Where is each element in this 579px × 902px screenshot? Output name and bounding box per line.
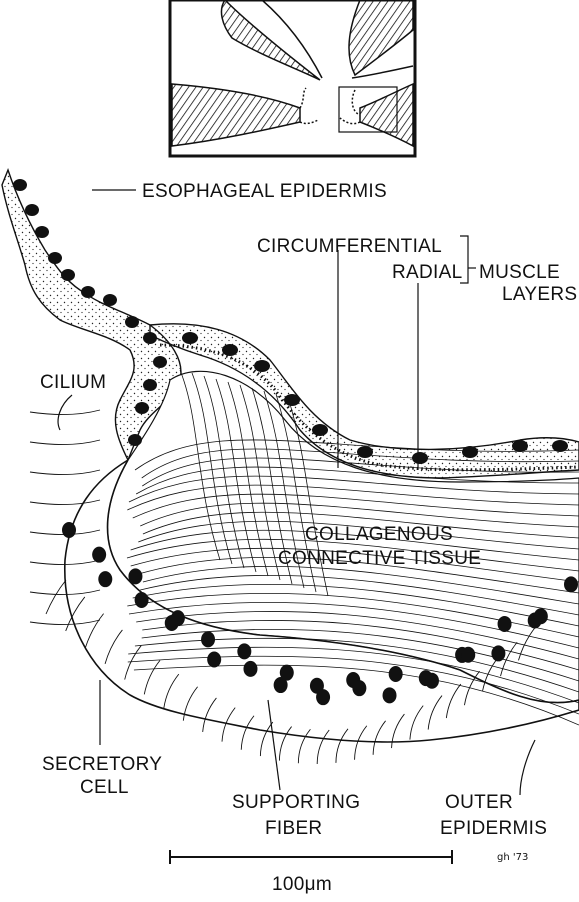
label-radial: RADIAL	[392, 262, 462, 283]
label-circumferential: CIRCUMFERENTIAL	[257, 236, 442, 257]
label-outer: OUTER	[445, 792, 513, 813]
label-cell: CELL	[80, 777, 129, 798]
tissue-section	[2, 170, 579, 764]
label-cilium: CILIUM	[40, 372, 106, 393]
label-muscle: MUSCLE	[479, 262, 560, 283]
scale-bar-label: 100μm	[272, 874, 332, 895]
label-collagenous: COLLAGENOUS	[305, 524, 453, 545]
label-secretory: SECRETORY	[42, 754, 162, 775]
label-connective-tissue: CONNECTIVE TISSUE	[278, 548, 481, 569]
overview-inset	[170, 0, 415, 156]
label-layers: LAYERS	[502, 284, 577, 305]
label-epidermis: EPIDERMIS	[440, 818, 547, 839]
label-fiber: FIBER	[265, 818, 322, 839]
label-supporting: SUPPORTING	[232, 792, 360, 813]
scale-bar	[170, 850, 452, 864]
label-esophageal-epidermis: ESOPHAGEAL EPIDERMIS	[142, 181, 387, 202]
artist-signature: gh '73	[497, 852, 528, 863]
